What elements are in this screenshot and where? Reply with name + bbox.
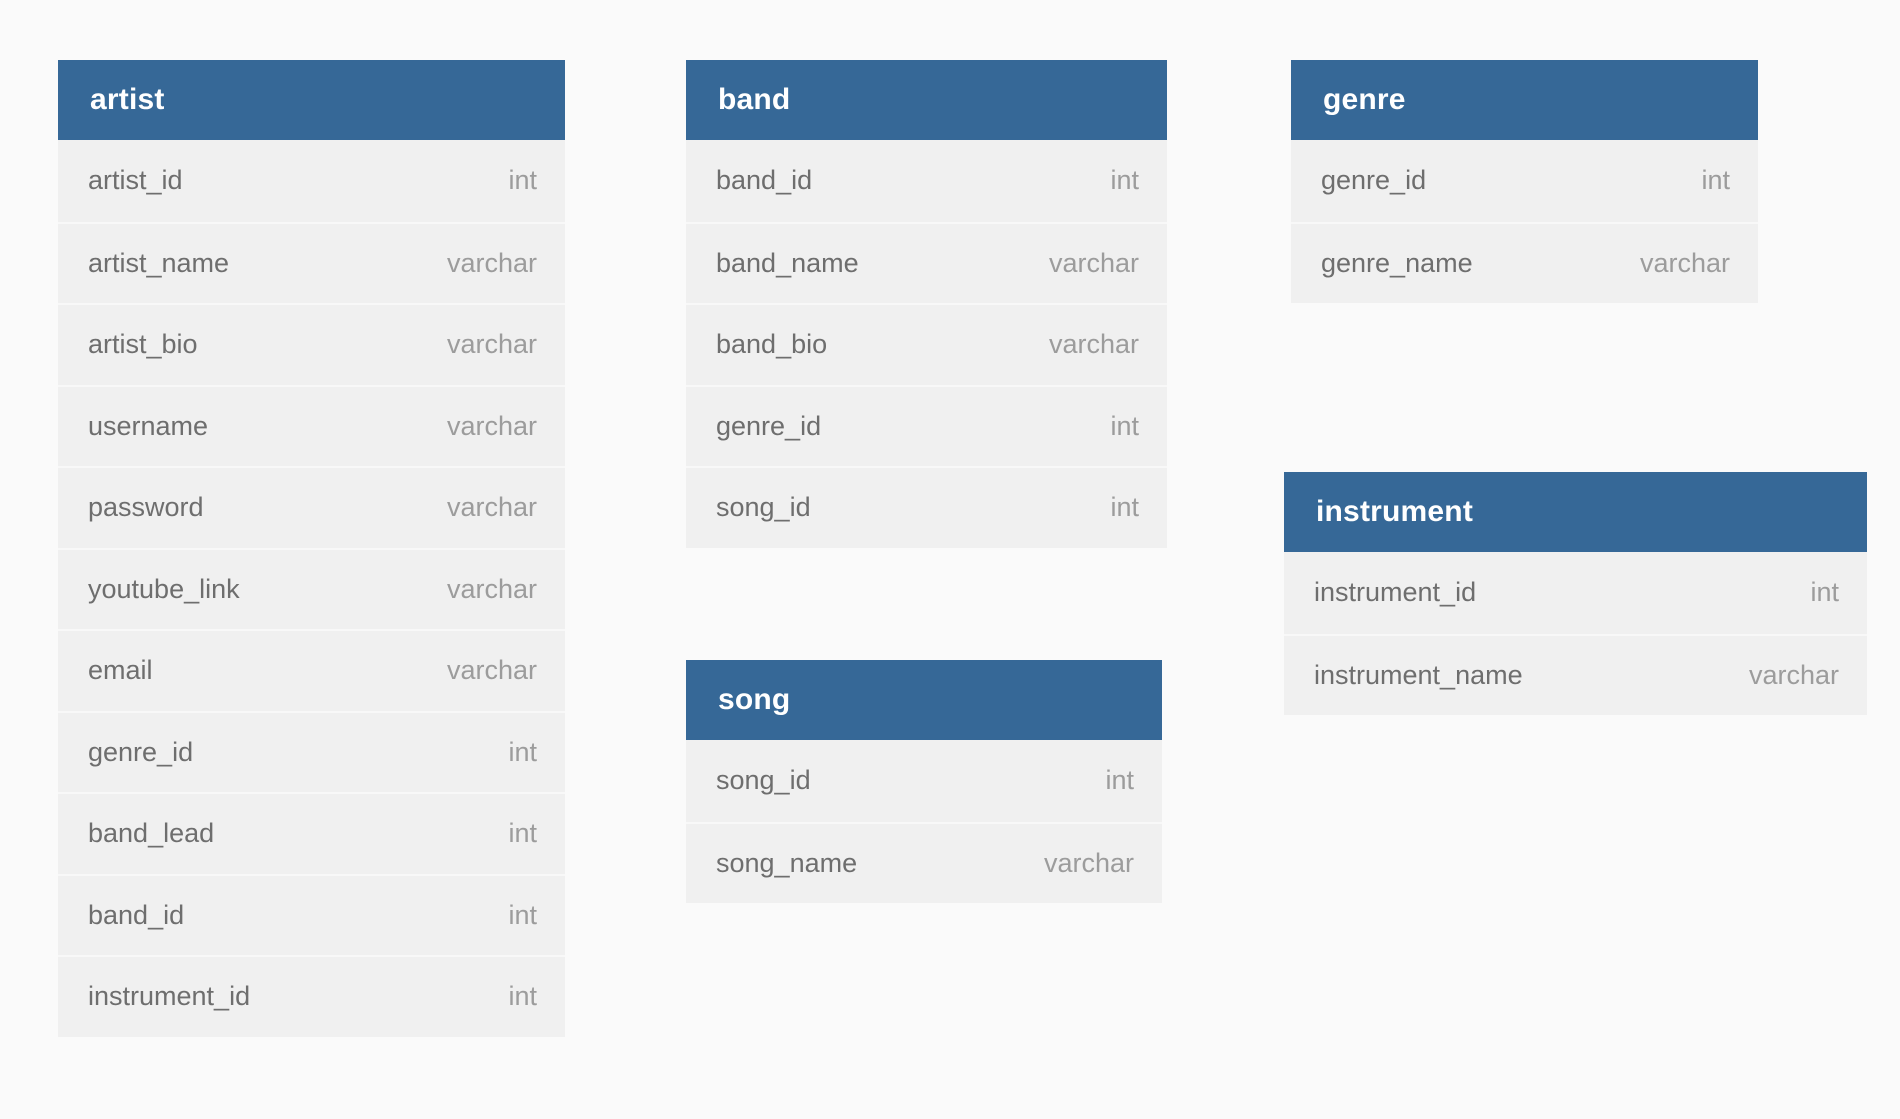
table-title: artist <box>90 83 165 116</box>
table-title: genre <box>1323 83 1406 116</box>
field-type: varchar <box>446 410 537 441</box>
field-type: varchar <box>446 492 537 523</box>
table-row: password varchar <box>58 466 565 548</box>
field-type: int <box>508 818 537 849</box>
field-name: band_bio <box>716 329 828 360</box>
field-type: int <box>1110 410 1139 441</box>
field-type: varchar <box>446 655 537 686</box>
field-name: email <box>88 655 153 686</box>
field-name: song_id <box>716 765 811 796</box>
table-title: song <box>718 683 791 716</box>
field-name: instrument_id <box>88 981 251 1012</box>
table-row: band_id int <box>58 873 565 955</box>
table-row: song_name varchar <box>686 821 1162 903</box>
field-type: varchar <box>1043 847 1134 878</box>
field-name: genre_id <box>716 410 822 441</box>
field-name: artist_bio <box>88 329 198 360</box>
field-type: int <box>1110 492 1139 523</box>
field-name: genre_id <box>1321 165 1427 196</box>
table-row: song_id int <box>686 466 1167 548</box>
field-type: int <box>1701 165 1730 196</box>
field-type: varchar <box>1048 247 1139 278</box>
table-header[interactable]: artist <box>58 60 565 140</box>
field-name: genre_name <box>1321 247 1473 278</box>
table-row: band_bio varchar <box>686 303 1167 385</box>
field-type: varchar <box>1639 247 1730 278</box>
table-body: artist_id int artist_name varchar artist… <box>58 140 565 1037</box>
table-title: instrument <box>1316 495 1474 528</box>
field-name: genre_id <box>88 736 194 767</box>
field-type: int <box>508 981 537 1012</box>
table-row: email varchar <box>58 629 565 711</box>
table-row: artist_id int <box>58 140 565 222</box>
table-header[interactable]: band <box>686 60 1167 140</box>
table-body: genre_id int genre_name varchar <box>1291 140 1758 303</box>
table-body: song_id int song_name varchar <box>686 740 1162 903</box>
table-row: artist_bio varchar <box>58 303 565 385</box>
table-title: band <box>718 83 791 116</box>
field-name: artist_id <box>88 165 183 196</box>
table-instrument[interactable]: instrument instrument_id int instrument_… <box>1284 472 1867 715</box>
table-row: instrument_name varchar <box>1284 633 1867 715</box>
table-artist[interactable]: artist artist_id int artist_name varchar… <box>58 60 565 1037</box>
table-body: band_id int band_name varchar band_bio v… <box>686 140 1167 548</box>
field-type: varchar <box>1748 659 1839 690</box>
field-name: band_name <box>716 247 859 278</box>
table-row: username varchar <box>58 384 565 466</box>
field-name: instrument_name <box>1314 659 1523 690</box>
field-type: int <box>1110 165 1139 196</box>
field-type: int <box>508 899 537 930</box>
field-type: varchar <box>446 247 537 278</box>
field-name: instrument_id <box>1314 577 1477 608</box>
field-name: band_lead <box>88 818 215 849</box>
field-type: int <box>508 165 537 196</box>
table-row: genre_id int <box>1291 140 1758 222</box>
field-name: song_name <box>716 847 858 878</box>
table-genre[interactable]: genre genre_id int genre_name varchar <box>1291 60 1758 303</box>
field-name: artist_name <box>88 247 230 278</box>
field-name: youtube_link <box>88 573 240 604</box>
field-type: int <box>508 736 537 767</box>
table-row: artist_name varchar <box>58 221 565 303</box>
field-name: password <box>88 492 204 523</box>
table-row: band_id int <box>686 140 1167 222</box>
table-row: instrument_id int <box>58 955 565 1037</box>
field-type: varchar <box>446 329 537 360</box>
table-row: song_id int <box>686 740 1162 822</box>
table-row: genre_id int <box>686 384 1167 466</box>
table-header[interactable]: song <box>686 660 1162 740</box>
field-name: username <box>88 410 209 441</box>
field-name: song_id <box>716 492 811 523</box>
table-header[interactable]: instrument <box>1284 472 1867 552</box>
table-band[interactable]: band band_id int band_name varchar band_… <box>686 60 1167 548</box>
field-type: varchar <box>446 573 537 604</box>
table-row: band_name varchar <box>686 221 1167 303</box>
field-type: int <box>1105 765 1134 796</box>
table-row: genre_id int <box>58 710 565 792</box>
table-header[interactable]: genre <box>1291 60 1758 140</box>
table-row: band_lead int <box>58 792 565 874</box>
field-name: band_id <box>716 165 813 196</box>
table-row: youtube_link varchar <box>58 547 565 629</box>
field-name: band_id <box>88 899 185 930</box>
field-type: varchar <box>1048 329 1139 360</box>
table-song[interactable]: song song_id int song_name varchar <box>686 660 1162 903</box>
table-row: genre_name varchar <box>1291 221 1758 303</box>
table-body: instrument_id int instrument_name varcha… <box>1284 552 1867 715</box>
table-row: instrument_id int <box>1284 552 1867 634</box>
field-type: int <box>1810 577 1839 608</box>
